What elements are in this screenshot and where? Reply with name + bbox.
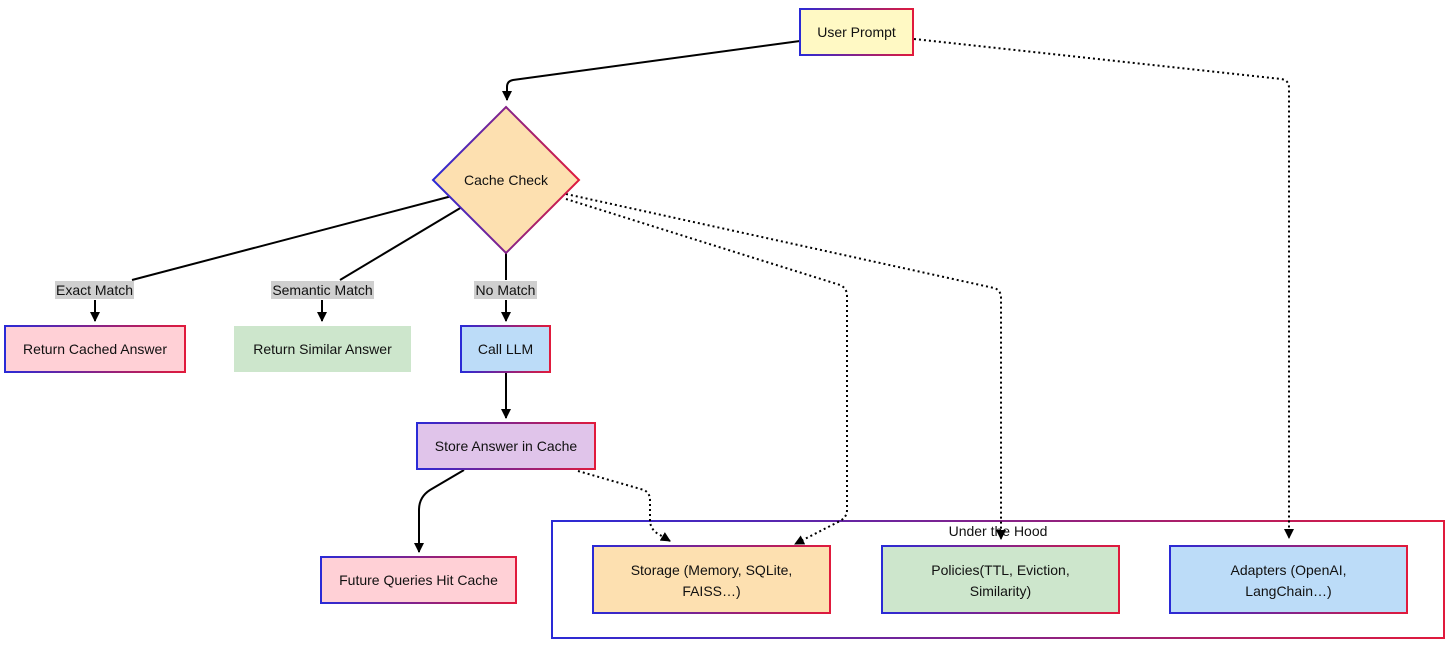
edge-label-semantic-text: Semantic Match	[272, 282, 372, 298]
node-policies-label-line1: Policies(TTL, Eviction,	[931, 562, 1069, 578]
node-return-cached-answer: Return Cached Answer	[4, 325, 186, 373]
node-user-prompt-label: User Prompt	[817, 24, 896, 40]
node-adapters-label-line1: Adapters (OpenAI,	[1231, 562, 1347, 578]
edge-label-semantic-match: Semantic Match	[271, 281, 374, 299]
node-storage-label-line2: FAISS…)	[682, 583, 740, 599]
node-return-cached-label: Return Cached Answer	[23, 341, 167, 357]
node-user-prompt: User Prompt	[799, 8, 914, 56]
edge-label-exact-match: Exact Match	[55, 281, 134, 299]
node-storage-label-line1: Storage (Memory, SQLite,	[631, 562, 793, 578]
node-adapters: Adapters (OpenAI, LangChain…)	[1169, 545, 1408, 614]
edge-store-to-future	[414, 469, 465, 553]
edge-cache-to-policies	[565, 193, 1006, 540]
edge-label-nomatch-text: No Match	[476, 282, 536, 298]
node-return-similar-label: Return Similar Answer	[253, 341, 392, 357]
edge-cache-to-semantic	[339, 206, 463, 281]
node-storage: Storage (Memory, SQLite, FAISS…)	[592, 545, 831, 614]
edge-user-to-cache	[502, 40, 801, 101]
edges-dotted	[565, 38, 1294, 545]
edge-label-exact-text: Exact Match	[56, 282, 133, 298]
edge-user-to-adapters	[913, 38, 1294, 539]
edge-cache-to-storage	[565, 198, 848, 545]
node-policies: Policies(TTL, Eviction, Similarity)	[881, 545, 1120, 614]
node-cache-check: Cache Check	[431, 105, 581, 255]
node-store-answer: Store Answer in Cache	[416, 422, 596, 470]
edge-cache-to-exact	[131, 195, 453, 281]
node-call-llm: Call LLM	[460, 325, 551, 373]
node-cache-check-label: Cache Check	[464, 172, 549, 188]
node-adapters-label-line2: LangChain…)	[1245, 583, 1331, 599]
edges-solid	[90, 40, 801, 553]
node-return-similar-answer: Return Similar Answer	[234, 326, 411, 372]
node-store-answer-label: Store Answer in Cache	[435, 438, 578, 454]
group-title: Under the Hood	[949, 523, 1048, 539]
edge-store-to-storage	[577, 470, 671, 542]
node-future-queries-label: Future Queries Hit Cache	[339, 572, 498, 588]
edge-label-no-match: No Match	[474, 281, 537, 299]
node-future-queries: Future Queries Hit Cache	[320, 556, 517, 604]
node-call-llm-label: Call LLM	[478, 341, 533, 357]
node-policies-label-line2: Similarity)	[970, 583, 1031, 599]
